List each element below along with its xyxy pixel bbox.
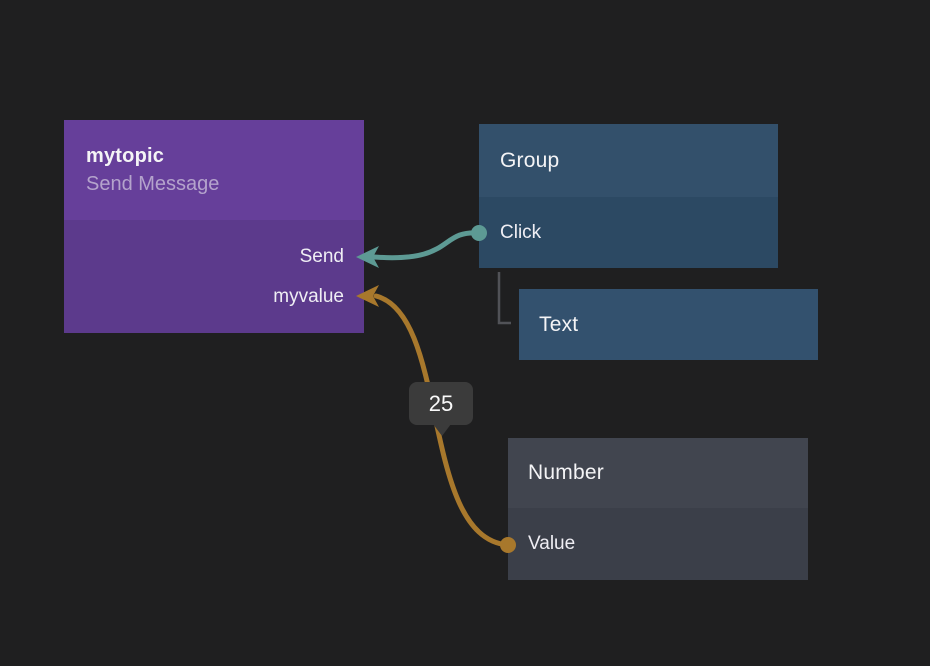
node-number-body: Value [508,508,808,580]
port-click[interactable]: Click [500,221,542,243]
node-mytopic-send-message[interactable]: mytopic Send Message Send myvalue [64,120,364,333]
port-myvalue[interactable]: myvalue [273,286,344,307]
wire-value-badge-text: 25 [428,390,454,416]
wire-value-badge-tail [433,424,451,436]
node-mytopic-body: Send myvalue [64,220,364,333]
node-group-title: Group [500,148,560,172]
wire-value-badge: 25 [409,382,473,436]
node-mytopic-subtitle: Send Message [86,173,220,195]
node-number-header: Number [508,438,808,508]
port-send[interactable]: Send [299,246,344,267]
node-group[interactable]: Group Click [479,124,778,268]
node-text[interactable]: Text [519,289,818,360]
node-text-title: Text [539,312,579,336]
node-number-title: Number [528,461,604,484]
wire-click-to-send[interactable] [371,230,482,261]
node-group-body: Click [479,197,778,268]
node-group-header: Group [479,124,778,197]
port-value[interactable]: Value [528,533,576,554]
node-number[interactable]: Number Value [508,438,808,580]
hierarchy-line-group-text [497,272,511,325]
node-mytopic-header: mytopic Send Message [64,120,364,220]
node-mytopic-title: mytopic [86,145,165,167]
